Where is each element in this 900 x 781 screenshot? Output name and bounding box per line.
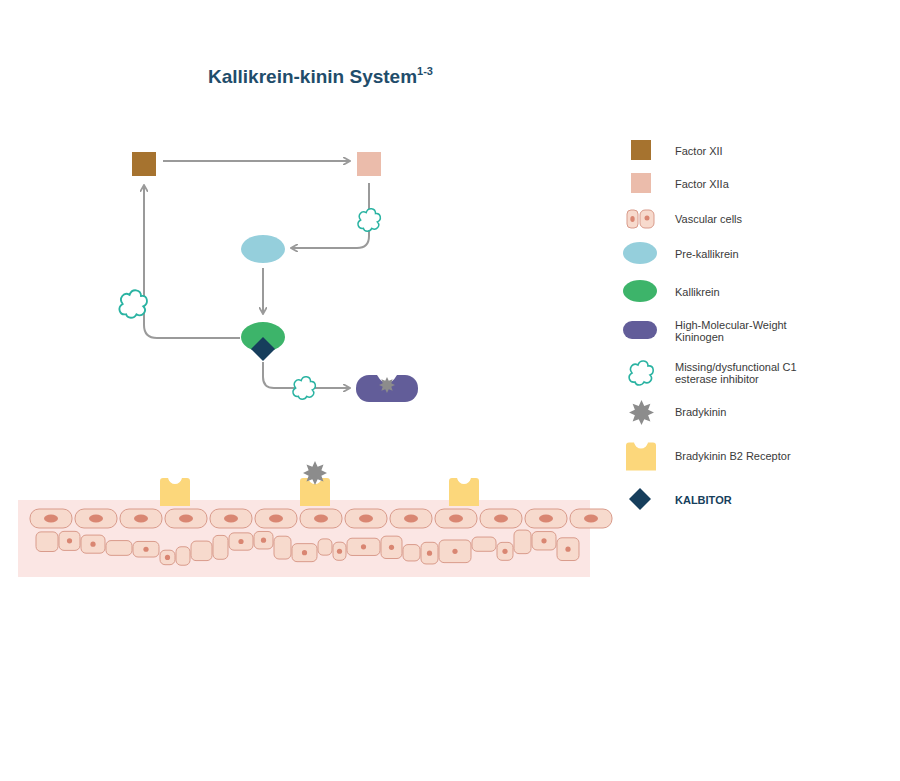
legend-text: Bradykinin B2 Receptor bbox=[675, 450, 815, 462]
legend-swatch bbox=[622, 138, 658, 164]
legend-swatch-fill bbox=[623, 242, 657, 264]
title-text: Kallikrein-kinin System bbox=[208, 66, 417, 87]
legend-text: Factor XIIa bbox=[675, 178, 815, 190]
diagram-title: Kallikrein-kinin System1-3 bbox=[208, 66, 433, 88]
legend-swatch bbox=[622, 487, 658, 513]
reference-superscript: 1-3 bbox=[417, 65, 433, 77]
legend-swatch-fill bbox=[631, 173, 651, 193]
legend-text: Pre-kallikrein bbox=[675, 248, 815, 260]
legend-swatch-fill bbox=[623, 321, 657, 339]
legend-text: Vascular cells bbox=[675, 213, 815, 225]
legend-swatch bbox=[622, 318, 658, 344]
legend-swatch-fill bbox=[623, 280, 657, 302]
legend-swatch bbox=[622, 279, 658, 305]
legend-swatch bbox=[622, 241, 658, 267]
legend-text: Missing/dysfunctional C1 esterase inhibi… bbox=[675, 361, 815, 385]
legend-swatch-fill bbox=[631, 140, 651, 160]
legend-text: Kallikrein bbox=[675, 286, 815, 298]
legend-swatch-fill bbox=[629, 488, 651, 510]
legend-text: High-Molecular-Weight Kininogen bbox=[675, 319, 815, 343]
legend-swatch bbox=[622, 171, 658, 197]
legend-text: Bradykinin bbox=[675, 406, 815, 418]
legend-text: Factor XII bbox=[675, 145, 815, 157]
legend-text: KALBITOR bbox=[675, 494, 815, 506]
